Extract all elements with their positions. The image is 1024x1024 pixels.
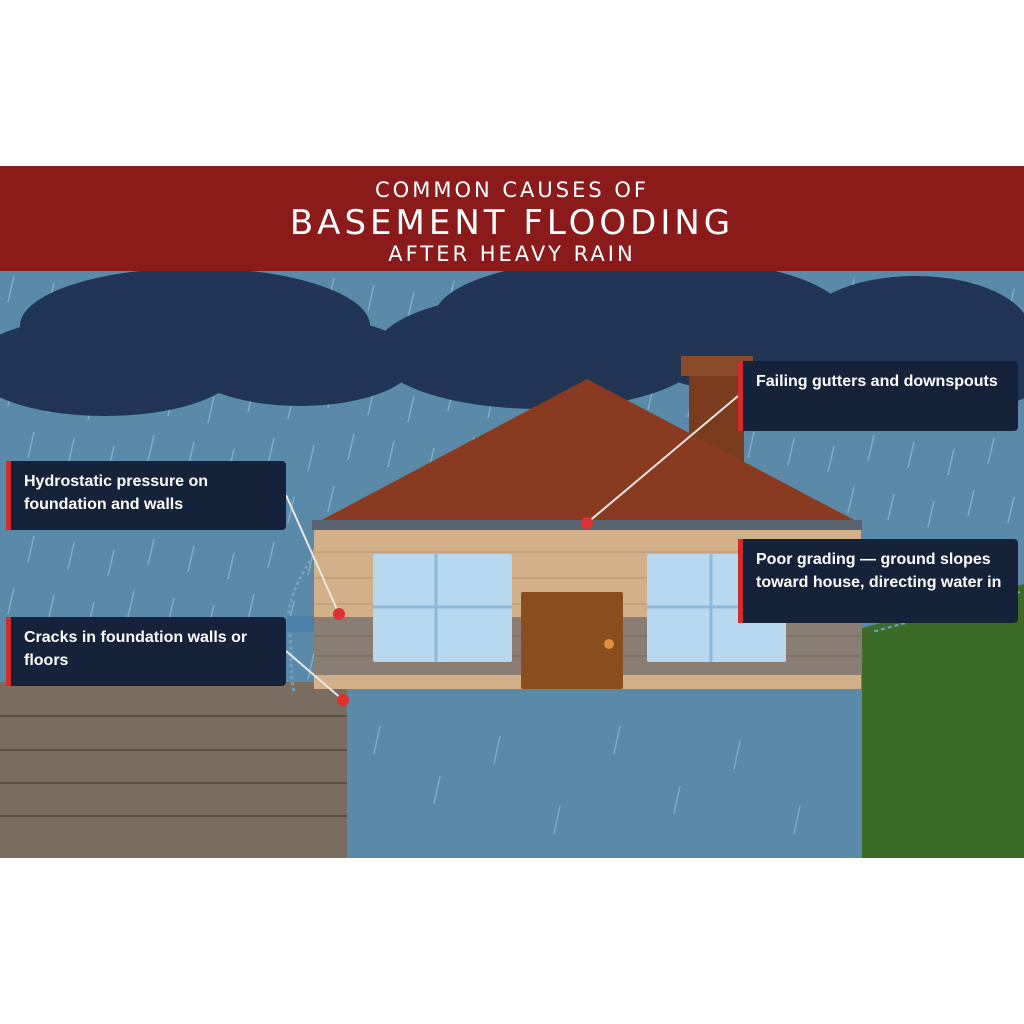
callout-grading-text: Poor grading — ground slopes toward hous… — [756, 551, 1002, 591]
callout-gutters-text: Failing gutters and downspouts — [756, 373, 998, 390]
door — [521, 592, 623, 689]
callout-cracks-text: Cracks in foundation walls or floors — [24, 629, 248, 669]
leader-line-gutters — [586, 395, 739, 524]
marker-cracks — [337, 694, 349, 706]
floodwater — [347, 689, 862, 858]
leader-line-pressure — [285, 494, 340, 615]
title-line-bottom: AFTER HEAVY RAIN — [388, 242, 636, 266]
callout-gutters: Failing gutters and downspouts — [738, 361, 1018, 431]
runoff-stream — [871, 591, 1021, 633]
callout-poor-grading: Poor grading — ground slopes toward hous… — [738, 539, 1018, 623]
water-seep — [286, 560, 312, 692]
infographic: COMMON CAUSES OF BASEMENT FLOODING AFTER… — [0, 166, 1024, 858]
marker-pressure — [333, 608, 345, 620]
marker-gutters — [581, 517, 593, 529]
grass-slope — [862, 584, 1024, 858]
chimney-cap — [681, 356, 753, 376]
header-banner: COMMON CAUSES OF BASEMENT FLOODING AFTER… — [0, 166, 1024, 271]
page-title: BASEMENT FLOODING — [289, 203, 735, 243]
callout-hydrostatic-pressure: Hydrostatic pressure on foundation and w… — [6, 461, 286, 530]
title-line-top: COMMON CAUSES OF — [375, 178, 649, 202]
callout-pressure-text: Hydrostatic pressure on foundation and w… — [24, 473, 209, 513]
leader-line-cracks — [285, 650, 344, 701]
callout-foundation-cracks: Cracks in foundation walls or floors — [6, 617, 286, 686]
ground-left — [0, 682, 347, 858]
roof — [318, 379, 858, 522]
window-left — [373, 554, 512, 662]
door-knob — [604, 639, 614, 649]
water-pool — [287, 616, 314, 632]
